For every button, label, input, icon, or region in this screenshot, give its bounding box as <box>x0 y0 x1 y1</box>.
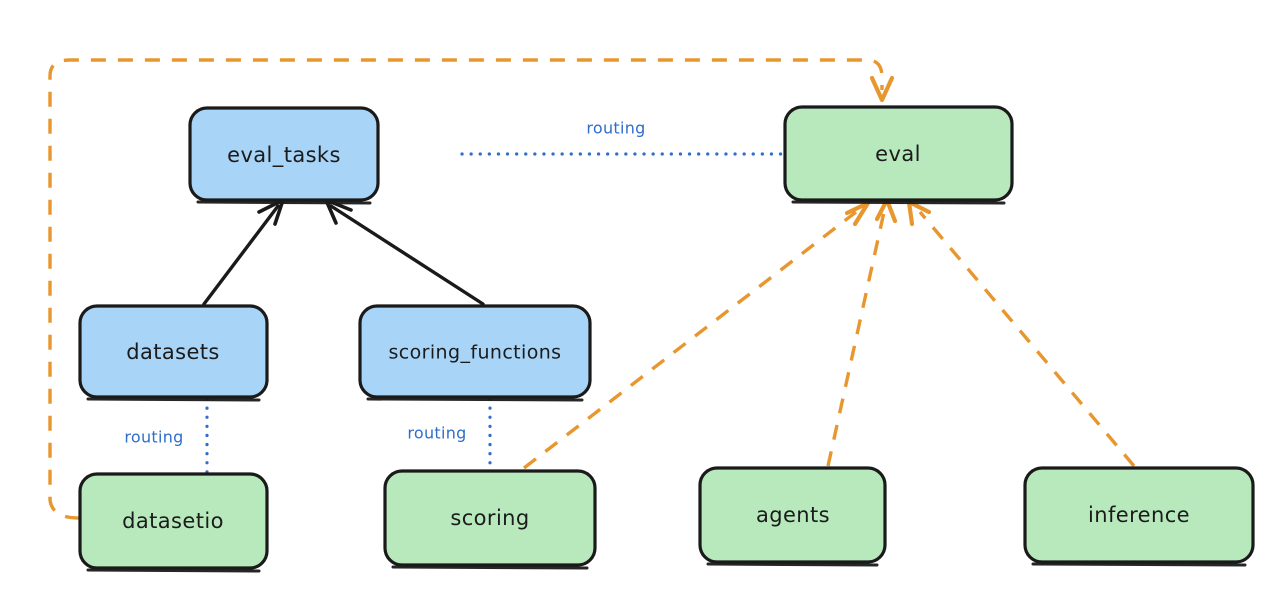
edge-scoringfn-to-eval_tasks <box>329 204 485 306</box>
node-datasetio-shadow <box>86 568 261 573</box>
node-scoring_functions-box <box>358 304 592 399</box>
edge-group-routing <box>205 152 788 478</box>
node-datasets-box <box>78 304 269 399</box>
node-datasetio-label: datasetio <box>122 509 224 533</box>
edge-label-routing-datasetio: routing <box>124 428 183 447</box>
node-datasetio-box <box>78 472 269 570</box>
node-inference[interactable]: inference <box>1023 466 1255 567</box>
node-eval_tasks-shadow <box>196 200 372 205</box>
node-datasets-label: datasets <box>126 340 220 364</box>
edge-label-routing-eval: routing <box>586 119 645 138</box>
node-agents-box <box>698 466 887 564</box>
edge-agents-to-eval <box>826 211 886 467</box>
edge-datasetio-to-eval <box>48 58 884 520</box>
node-datasetio[interactable]: datasetio <box>78 472 269 573</box>
node-scoring-box <box>383 469 597 567</box>
arrowhead-datasetio-to-eval <box>869 75 895 103</box>
edge-label-routing-scoring: routing <box>407 424 466 443</box>
node-scoring_functions[interactable]: scoring_functions <box>358 304 592 402</box>
node-eval-label: eval <box>875 142 921 166</box>
edge-datasets-to-eval_tasks <box>202 204 280 306</box>
node-eval_tasks-label: eval_tasks <box>227 143 341 168</box>
node-agents[interactable]: agents <box>698 466 887 567</box>
node-agents-label: agents <box>756 503 830 527</box>
node-inference-shadow <box>1031 562 1247 567</box>
node-inference-box <box>1023 466 1255 564</box>
node-eval_tasks-box <box>188 106 380 202</box>
edge-label-group: routing routing routing <box>124 119 645 447</box>
node-datasets-shadow <box>86 397 261 402</box>
arrowhead-scoring-to-eval <box>844 200 871 227</box>
node-scoring_functions-shadow <box>366 397 584 402</box>
node-agents-shadow <box>706 562 879 567</box>
edge-inference-to-eval <box>918 210 1136 468</box>
node-eval-box <box>783 105 1014 202</box>
node-datasets[interactable]: datasets <box>78 304 269 402</box>
node-eval_tasks[interactable]: eval_tasks <box>188 106 380 205</box>
node-scoring-shadow <box>391 565 589 570</box>
node-scoring[interactable]: scoring <box>383 469 597 570</box>
node-scoring-label: scoring <box>450 506 529 530</box>
node-eval[interactable]: eval <box>783 105 1014 205</box>
edge-group-solid <box>202 198 485 306</box>
node-eval-shadow <box>791 200 1006 205</box>
node-inference-label: inference <box>1088 503 1190 527</box>
node-scoring_functions-label: scoring_functions <box>389 342 562 364</box>
